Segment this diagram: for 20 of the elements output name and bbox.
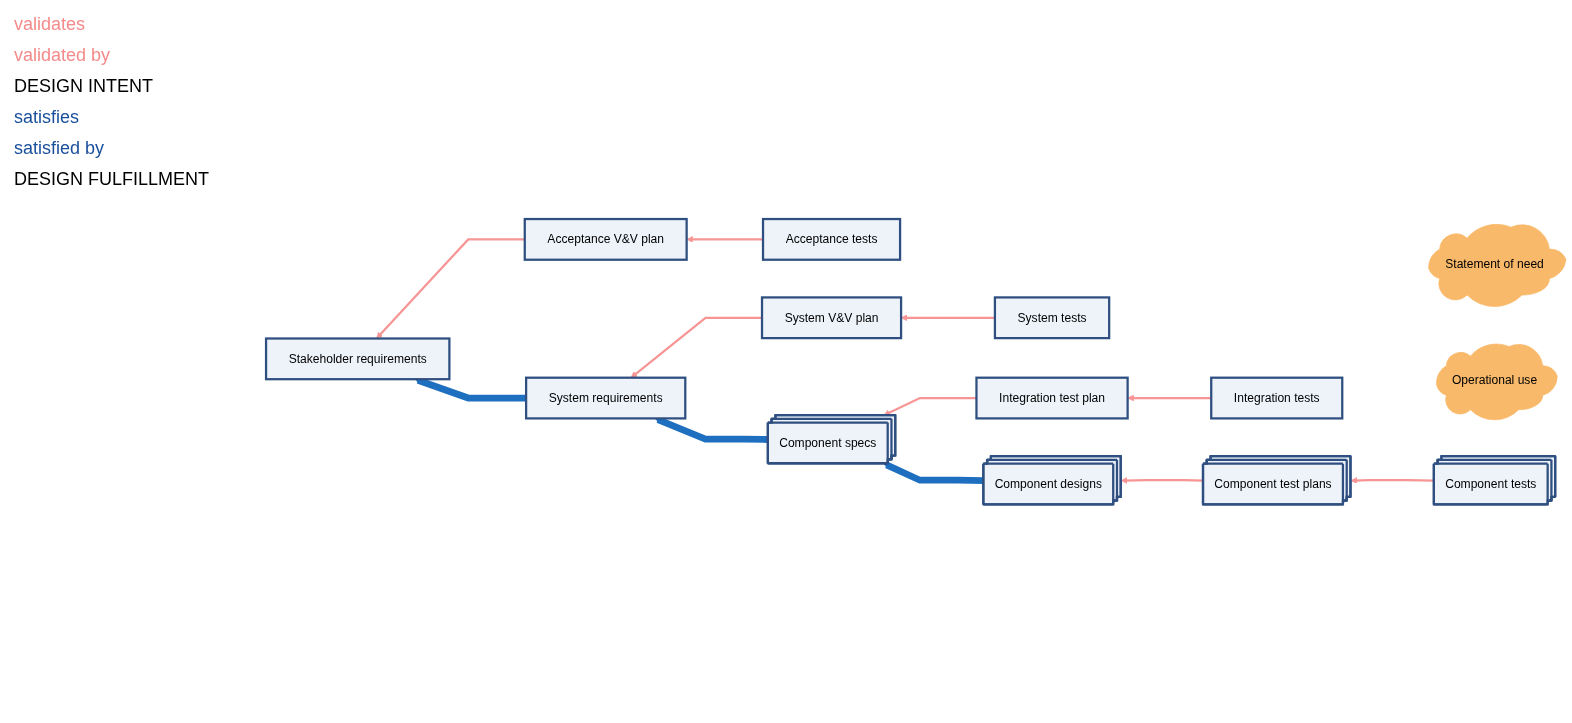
note-text: DESIGN INTENT [14,76,153,97]
node-box: System tests [993,296,1111,340]
note-text: validated by [14,45,111,66]
note-text: satisfied by [14,138,105,159]
note-text: validates [14,14,86,35]
node-box: System requirements [525,376,687,420]
note-text: satisfies [14,107,80,128]
arrow [376,238,525,339]
note-text: DESIGN FULFILLMENT [14,169,210,190]
arrow [883,461,984,484]
node-box: Acceptance tests [761,217,902,261]
node-box: Integration tests [1210,376,1344,420]
node-box: Stakeholder requirements [264,337,451,381]
node-box: Integration test plan [975,376,1129,420]
arrow [686,235,763,243]
arrow [1127,394,1212,402]
node-box: Acceptance V&V plan [523,217,688,261]
arrow [630,316,762,378]
node-box: System V&V plan [760,296,903,340]
arrow [1120,477,1204,484]
